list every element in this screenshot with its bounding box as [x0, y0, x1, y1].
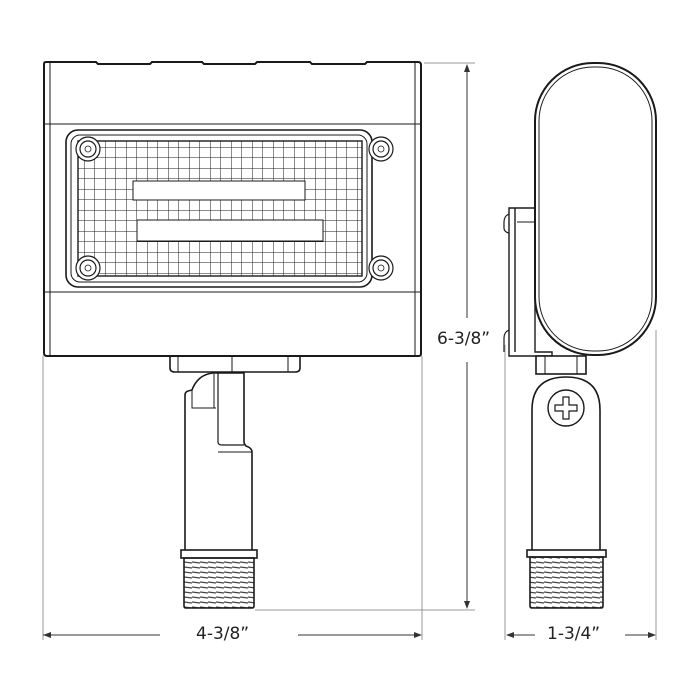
side-knuckle-arm: [531, 376, 601, 550]
side-housing: [534, 62, 657, 356]
side-threaded-nipple: [526, 549, 607, 609]
screw-icon-top-left: [75, 136, 101, 162]
side-view: [503, 62, 657, 609]
height-dimension-label: 6-3/8”: [433, 329, 495, 349]
side-width-dimension-label: 1-3/4”: [543, 624, 605, 644]
screw-icon-bottom-right: [368, 255, 394, 281]
threaded-nipple: [180, 549, 258, 609]
led-strip-bottom: [136, 219, 324, 242]
front-width-dimension-label: 4-3/8”: [192, 624, 254, 644]
front-view: [43, 61, 422, 609]
screw-icon-bottom-left: [75, 255, 101, 281]
dimension-lines: [42, 62, 657, 640]
led-strip-top: [132, 180, 306, 201]
knuckle-arm: [184, 372, 253, 550]
lens-frame: [65, 129, 373, 288]
housing: [43, 61, 422, 357]
phillips-screw-icon: [547, 389, 585, 427]
mount-plate: [169, 356, 301, 373]
screw-icon-top-right: [368, 136, 394, 162]
